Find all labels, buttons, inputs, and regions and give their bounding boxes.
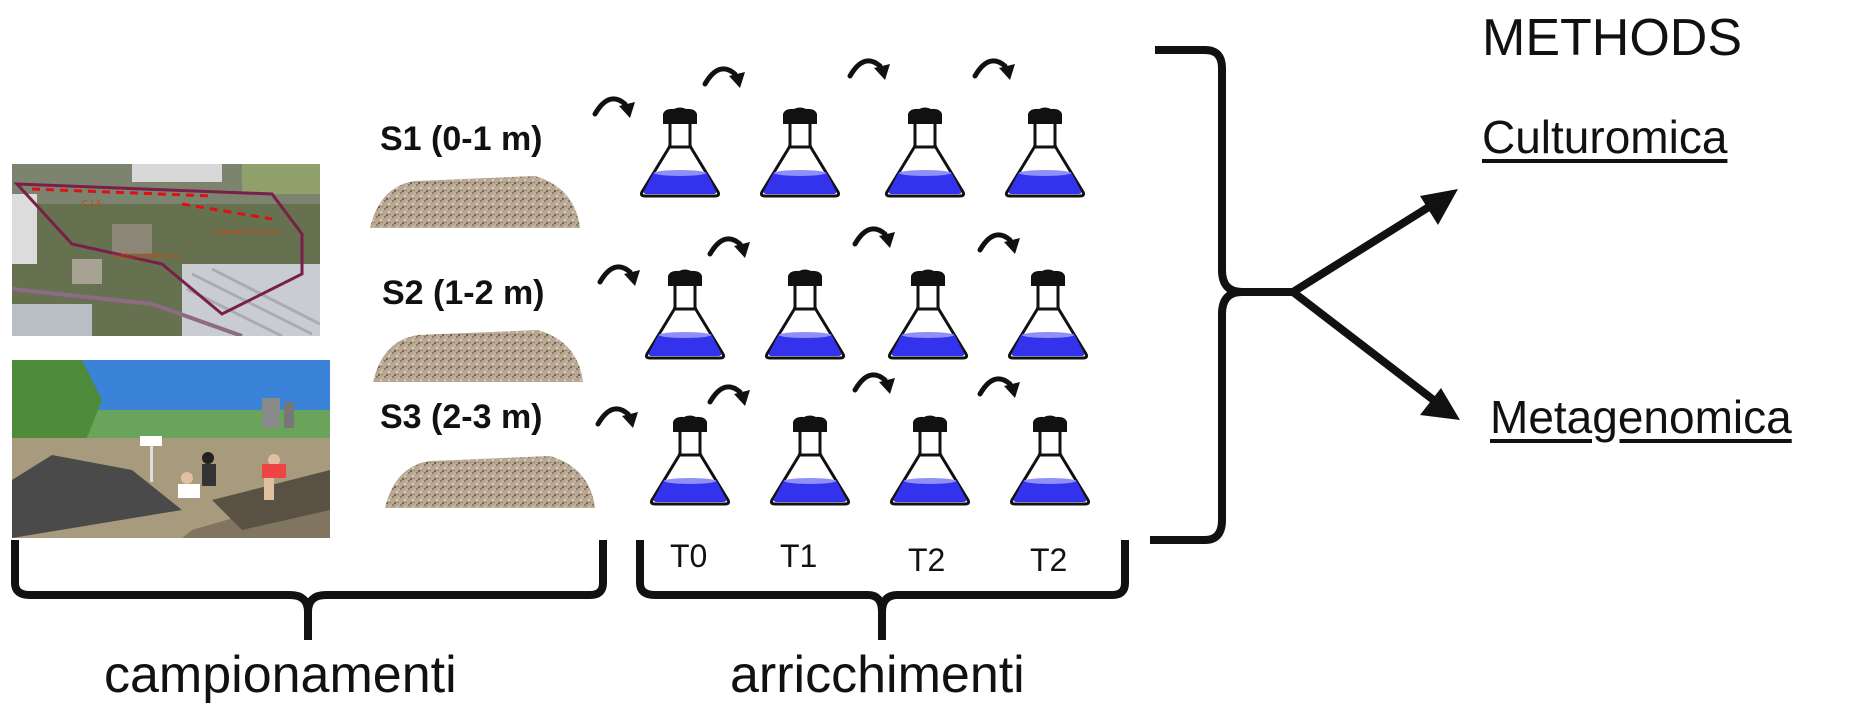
timepoint-label-t1: T1 — [780, 538, 818, 574]
curved-arrow-head — [879, 232, 895, 248]
curved-arrow-head — [734, 390, 750, 406]
flask-icon — [1007, 269, 1089, 360]
curved-arrow-icon — [972, 58, 1008, 79]
sample-label-s2: S2 (1-2 m) — [382, 274, 545, 312]
soil-pile-s1 — [370, 176, 580, 228]
methods-title: METHODS — [1482, 9, 1742, 67]
curved-arrow-icon — [702, 66, 738, 87]
flask-icon — [884, 107, 966, 198]
curved-arrow-head — [1004, 238, 1020, 254]
timepoint-label-t2a: T2 — [908, 542, 946, 578]
curved-arrow-head — [874, 64, 890, 80]
field-sampling-photo — [12, 360, 330, 538]
curved-arrow-icon — [595, 406, 631, 427]
curved-arrow-icon — [847, 58, 883, 79]
curved-arrow-icon — [852, 226, 888, 247]
map-label-1: C.1.5 — [82, 199, 102, 208]
flask-icon — [889, 415, 971, 506]
flask-icon — [887, 269, 969, 360]
curved-arrow-icon — [852, 372, 888, 393]
curved-arrow-head — [1004, 382, 1020, 398]
method-culturomica: Culturomica — [1482, 111, 1728, 163]
flask-icon — [639, 107, 721, 198]
curved-arrow-head — [729, 72, 745, 88]
group-label-sampling: campionamenti — [104, 646, 457, 704]
timepoint-label-t0: T0 — [670, 538, 708, 574]
curved-arrow-head — [622, 412, 638, 428]
sampling-brace — [11, 540, 607, 640]
arrow-head-metagenomica — [1420, 388, 1460, 420]
aerial-map-graphic: C.1.5 CARBOSIDERURGICA A CARBOSIDERURGIC… — [12, 164, 320, 336]
soil-pile-s3 — [385, 456, 595, 508]
timepoint-label-t2b: T2 — [1030, 542, 1068, 578]
curved-arrow-icon — [592, 96, 628, 117]
right-brace — [1150, 46, 1293, 544]
sample-label-s3: S3 (2-3 m) — [380, 398, 543, 436]
arrow-to-culturomica — [1290, 196, 1443, 296]
aerial-map-photo: C.1.5 CARBOSIDERURGICA A CARBOSIDERURGIC… — [12, 164, 320, 336]
curved-arrow-head — [624, 270, 640, 286]
curved-arrow-head — [999, 64, 1015, 80]
curved-arrow-icon — [597, 264, 633, 285]
curved-arrow-icon — [707, 236, 743, 257]
flask-icon — [759, 107, 841, 198]
curved-arrow-head — [879, 378, 895, 394]
method-metagenomica: Metagenomica — [1490, 391, 1792, 443]
curved-arrow-icon — [707, 384, 743, 405]
flask-icon — [649, 415, 731, 506]
group-label-enrichment: arricchimenti — [730, 646, 1025, 704]
curved-arrow-head — [619, 102, 635, 118]
field-photo-graphic — [12, 360, 330, 538]
flask-icon — [764, 269, 846, 360]
curved-arrow-icon — [977, 232, 1013, 253]
flask-icon — [1004, 107, 1086, 198]
curved-arrow-icon — [977, 376, 1013, 397]
map-label-2: CARBOSIDERURGICA A — [112, 254, 180, 260]
sample-label-s1: S1 (0-1 m) — [380, 120, 543, 158]
curved-arrow-head — [734, 242, 750, 258]
enrichment-brace — [636, 540, 1129, 640]
map-label-3: CARBOSIDERURGICA B — [212, 230, 280, 236]
soil-pile-s2 — [373, 330, 583, 382]
arrow-head-culturomica — [1420, 189, 1458, 225]
flask-icon — [644, 269, 726, 360]
flask-icon — [1009, 415, 1091, 506]
flask-icon — [769, 415, 851, 506]
arrow-to-metagenomica — [1290, 288, 1443, 409]
